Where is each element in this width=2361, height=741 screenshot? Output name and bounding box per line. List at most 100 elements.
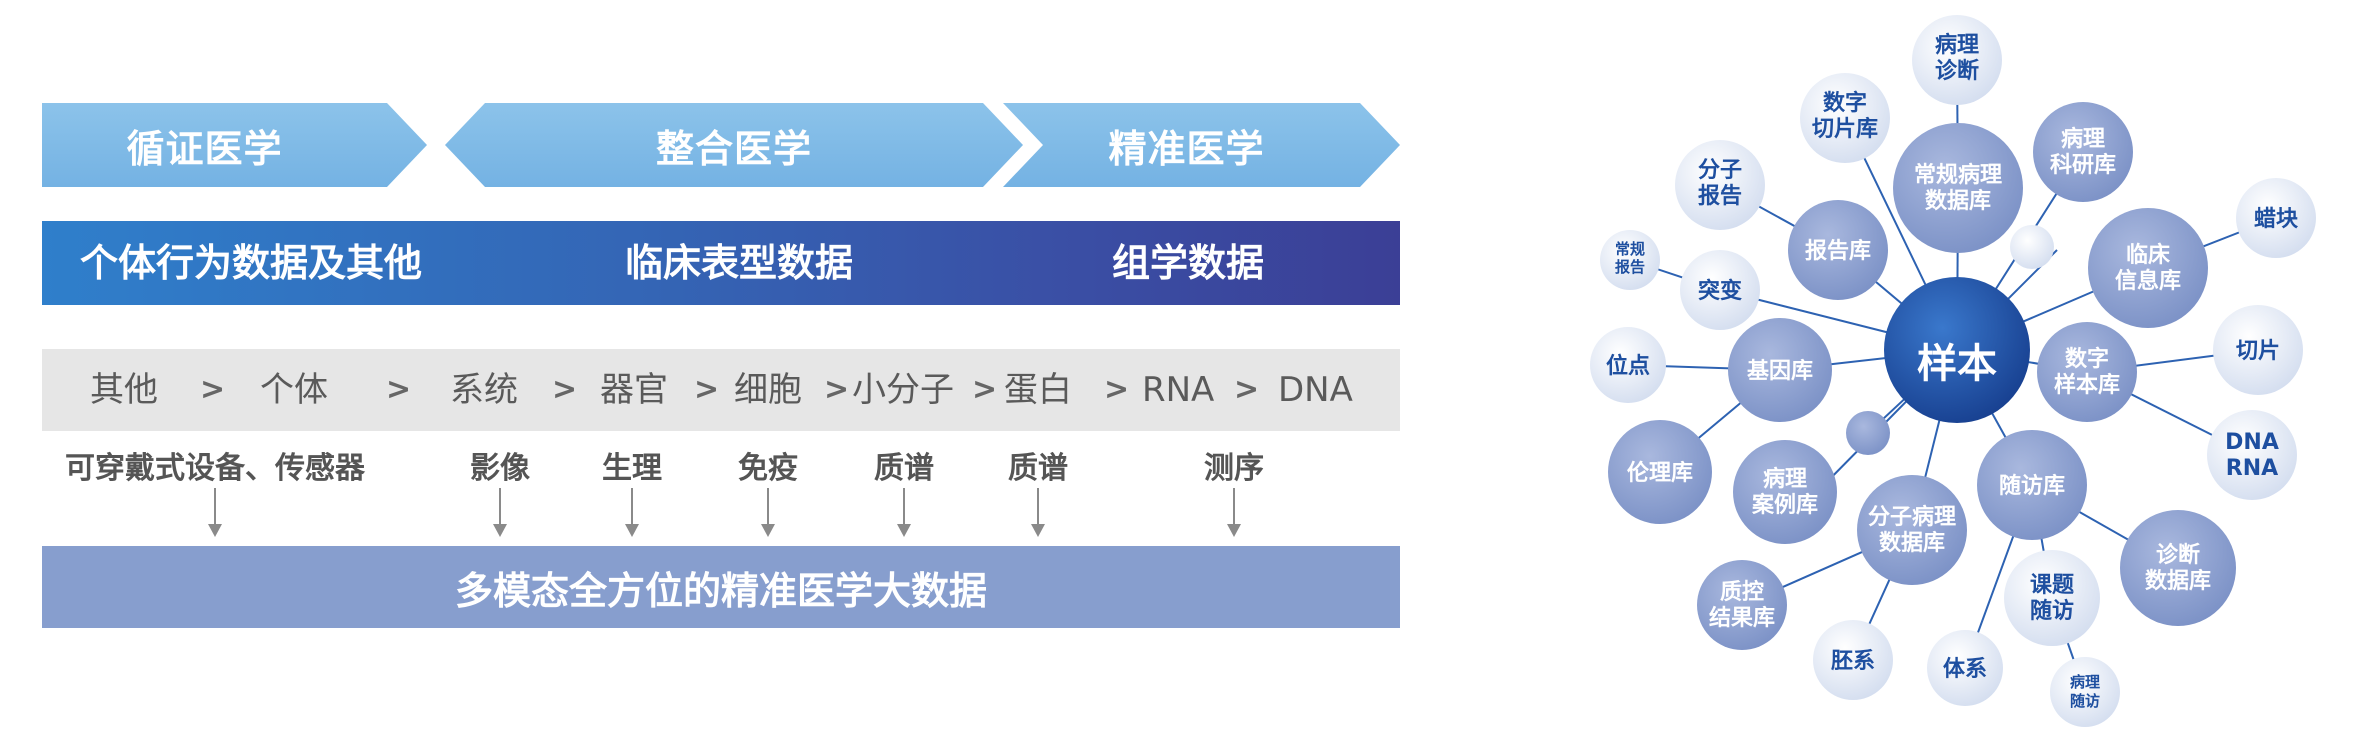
node-embryo-line: [1813, 620, 1893, 700]
node-label: 随访库: [1999, 473, 2065, 499]
chevron-right-icon: >: [972, 372, 998, 407]
node-pathology-followup: [2050, 657, 2120, 727]
chevron-right-icon: >: [552, 372, 578, 407]
node-qc-results: [1697, 560, 1787, 650]
chevron-right-icon: >: [200, 372, 226, 407]
level-item: 小分子: [852, 370, 954, 410]
level-item: 其他: [90, 370, 158, 410]
chevron-evidence-based-medicine: 循证医学: [42, 103, 427, 187]
node-label: 课题: [2030, 573, 2075, 598]
node-label: 体系: [1943, 657, 1987, 682]
node-center-sample: [1884, 277, 2030, 423]
node-label: 病理: [2070, 673, 2100, 691]
node-label: 诊断: [2156, 542, 2200, 568]
node-followup-library: [1977, 430, 2087, 540]
data-category-omics: 组学数据: [1112, 241, 1265, 285]
node-label: 随访: [2070, 692, 2100, 710]
level-item: 器官: [600, 370, 668, 410]
technique-mass-spec: 质谱: [1008, 451, 1068, 486]
node-mutation: [1680, 250, 1760, 330]
node-digital-sample: [2037, 322, 2137, 422]
node-diagnosis-db: [2120, 510, 2236, 626]
chevron-right-icon: >: [694, 372, 720, 407]
node-label: DNA: [2225, 430, 2279, 455]
chevron-integrative-medicine: 整合医学: [445, 103, 1023, 187]
node-label: 临床: [2126, 242, 2171, 268]
node-clinical-info: [2088, 208, 2208, 328]
node-pathology-cases: [1733, 440, 1837, 544]
node-label: 数字: [1823, 90, 1867, 116]
node-gene-library: [1728, 318, 1832, 422]
node-label: 基因库: [1747, 359, 1813, 384]
node-slice: [2213, 305, 2303, 395]
node-label: 位点: [1606, 353, 1650, 379]
node-report-library: [1788, 200, 1888, 300]
data-category-band: 个体行为数据及其他 临床表型数据 组学数据: [42, 221, 1400, 305]
node-label: 案例库: [1751, 492, 1818, 518]
node-label: 分子病理: [1868, 504, 1956, 530]
node-label: 信息库: [2115, 268, 2181, 294]
node-labels: 样本 病理 诊断 数字 切片库 常规病理 数据库 病理 科研库 分子 报告 报告…: [1606, 32, 2299, 710]
center-label: 样本: [1917, 341, 1997, 387]
node-label: 科研库: [2050, 153, 2116, 178]
node-label: 胚系: [1831, 649, 1875, 674]
level-item: DNA: [1278, 370, 1353, 410]
level-item: 细胞: [734, 370, 802, 410]
node-routine-report: [1600, 230, 1660, 290]
node-label: 伦理库: [1627, 460, 1693, 486]
node-label: 切片库: [1812, 117, 1878, 142]
node-connector: [1846, 411, 1890, 455]
technique-immunology: 免疫: [738, 451, 798, 486]
data-category-clinical: 临床表型数据: [625, 241, 854, 285]
bigdata-title: 多模态全方位的精准医学大数据: [454, 568, 987, 613]
level-item: 系统: [450, 370, 518, 410]
node-label: 质控: [1720, 579, 1764, 605]
node-label: 病理: [1935, 32, 1979, 58]
node-label: 突变: [1698, 278, 1742, 304]
node-label: 随访: [2030, 598, 2074, 624]
node-label: 常规病理: [1914, 162, 2002, 188]
chevron-label: 整合医学: [655, 126, 812, 171]
node-label: 结果库: [1709, 605, 1775, 631]
node-ethics-library: [1608, 420, 1712, 524]
node-locus: [1590, 327, 1666, 403]
technique-wearables: 可穿戴式设备、传感器: [65, 451, 365, 486]
technique-physiology: 生理: [602, 451, 662, 486]
node-label: 数字: [2065, 346, 2109, 372]
node-label: RNA: [2226, 456, 2278, 481]
node-label: 病理: [1763, 466, 1807, 492]
technique-sequencing: 测序: [1204, 451, 1264, 486]
technique-mass-spec: 质谱: [874, 451, 934, 486]
chevron-right-icon: >: [1234, 372, 1260, 407]
node-digital-slide-library: [1800, 73, 1890, 163]
node-label: 样本库: [2054, 372, 2120, 398]
node-wax-block: [2236, 178, 2316, 258]
node-label: 报告库: [1805, 239, 1871, 264]
node-label: 分子: [1698, 158, 1742, 183]
outer-nodes: [1590, 15, 2316, 727]
chevron-right-icon: >: [386, 372, 412, 407]
chevron-right-icon: >: [824, 372, 850, 407]
node-label: 报告: [1615, 258, 1645, 276]
data-category-behavior: 个体行为数据及其他: [80, 241, 423, 285]
node-molecular-pathology-db: [1857, 475, 1967, 585]
chevron-label: 循证医学: [126, 126, 283, 171]
node-label: 常规: [1615, 240, 1645, 258]
node-label: 数据库: [1925, 188, 1991, 214]
node-label: 数据库: [1879, 530, 1945, 556]
node-dna-rna: [2207, 410, 2297, 500]
node-molecular-report: [1675, 140, 1765, 230]
node-label: 报告: [1698, 184, 1742, 209]
level-item: 个体: [260, 370, 328, 410]
mid-nodes: [1608, 102, 2236, 650]
node-label: 诊断: [1935, 58, 1979, 84]
node-label: 病理: [2061, 126, 2105, 152]
chevron-label: 精准医学: [1108, 126, 1265, 171]
chevron-right-icon: >: [1104, 372, 1130, 407]
node-label: 数据库: [2145, 568, 2211, 594]
node-label: 蜡块: [2254, 207, 2299, 232]
chevron-precision-medicine: 精准医学: [1003, 103, 1400, 187]
node-topic-followup: [2004, 550, 2100, 646]
node-pathology-diagnosis: [1912, 15, 2002, 105]
